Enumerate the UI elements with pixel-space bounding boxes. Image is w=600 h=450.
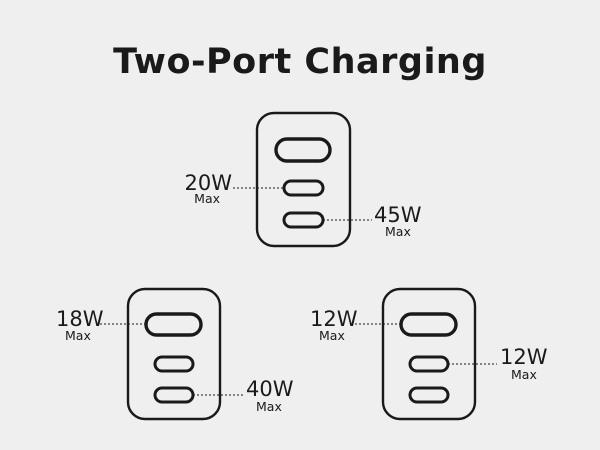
charger-bottom-right: [351, 287, 497, 421]
port-wattage-label: 45W: [374, 203, 422, 227]
port-max-label: Max: [65, 328, 91, 343]
usb-a-port: [274, 137, 332, 163]
port-max-label: Max: [256, 399, 282, 414]
port-max-label: Max: [511, 367, 537, 382]
charger-bottom-left: [96, 287, 243, 421]
charger-body: [255, 111, 352, 248]
port-wattage-label: 12W: [310, 307, 358, 331]
usb-c-port: [153, 355, 195, 373]
port-max-label: Max: [385, 224, 411, 239]
usb-c-port: [153, 386, 195, 404]
usb-c-port: [282, 211, 325, 229]
port-max-label: Max: [194, 191, 220, 206]
port-wattage-label: 40W: [246, 377, 294, 401]
usb-a-port: [144, 312, 203, 337]
port-wattage-label: 20W: [184, 171, 233, 195]
page-title: Two-Port Charging: [113, 42, 487, 82]
port-wattage-label: 18W: [56, 307, 104, 331]
port-wattage-label: 12W: [500, 345, 548, 369]
usb-c-port: [408, 386, 450, 404]
charger-body: [381, 287, 477, 421]
usb-a-port: [399, 312, 458, 337]
charger-body: [126, 287, 222, 421]
port-max-label: Max: [319, 328, 345, 343]
usb-c-port: [282, 179, 325, 197]
usb-c-port: [408, 355, 450, 373]
charger-top: [233, 111, 372, 248]
